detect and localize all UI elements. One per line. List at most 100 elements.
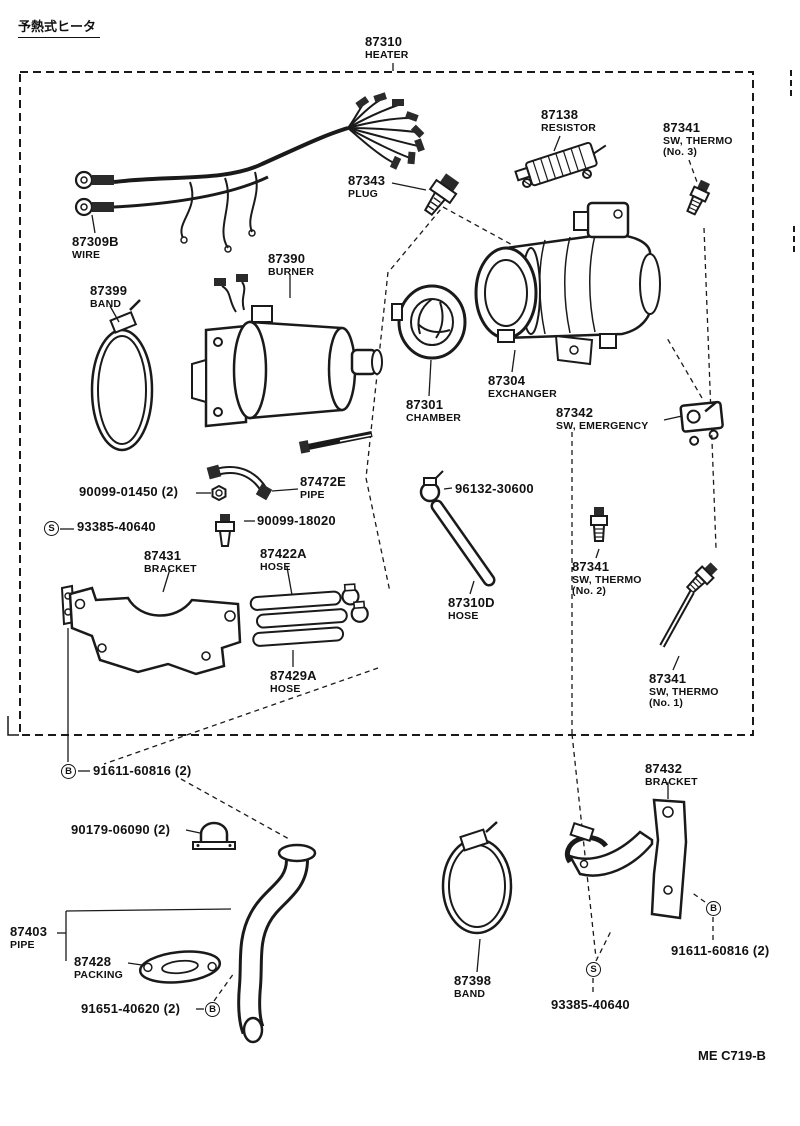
part-number: 87429A xyxy=(270,668,317,683)
label-wire: 87309B WIRE xyxy=(72,234,119,261)
label-pipe-small: 87472E PIPE xyxy=(300,474,347,501)
part-name: BRACKET xyxy=(645,775,698,788)
label-screw-upper: 93385-40640 xyxy=(77,519,156,535)
wire-harness-drawing xyxy=(74,92,425,253)
part-name: HEATER xyxy=(365,48,409,61)
burner-drawing xyxy=(191,274,383,428)
hose-mid-drawing xyxy=(430,499,496,587)
label-sw-thermo-no3: 87341 SW, THERMO (No. 3) xyxy=(663,120,733,159)
label-sw-emergency: 87342 SW, EMERGENCY xyxy=(556,405,649,432)
part-number: 87399 xyxy=(90,283,128,298)
part-number: 87342 xyxy=(556,405,594,420)
label-clamp-small: 96132-30600 xyxy=(455,481,534,497)
label-bolt-mid: 91651-40620 (2) xyxy=(81,1001,180,1017)
part-name: EXCHANGER xyxy=(488,387,557,400)
band-upper-drawing xyxy=(90,299,154,452)
pipe-clamp-drawing xyxy=(192,821,236,850)
part-name: SW, THERMO xyxy=(572,573,642,586)
part-number: 87403 xyxy=(10,924,48,939)
part-name: SW, EMERGENCY xyxy=(556,419,649,432)
label-pipe-main: 87403 PIPE xyxy=(10,924,48,951)
part-name: BURNER xyxy=(268,265,315,278)
label-plug: 87343 PLUG xyxy=(348,173,385,200)
label-band-lower: 87398 BAND xyxy=(454,973,492,1000)
part-number: 87341 xyxy=(572,559,610,574)
circled-s-icon: S xyxy=(586,962,601,977)
part-number: 87431 xyxy=(144,548,182,563)
resistor-drawing xyxy=(514,141,607,188)
band-lower-drawing xyxy=(441,821,513,935)
part-number: 90179-06090 (2) xyxy=(71,822,171,837)
hose-clamp-drawing xyxy=(419,470,444,503)
part-number: 87398 xyxy=(454,973,492,988)
label-resistor: 87138 RESISTOR xyxy=(541,107,597,134)
part-number: 87309B xyxy=(72,234,119,249)
hoses-drawing xyxy=(249,583,369,647)
part-name: PLUG xyxy=(348,187,378,200)
label-bracket-upper: 87431 BRACKET xyxy=(144,548,197,575)
label-sw-thermo-no1: 87341 SW, THERMO (No. 1) xyxy=(649,671,719,710)
part-number: 87341 xyxy=(649,671,687,686)
label-bracket-lower: 87432 BRACKET xyxy=(645,761,698,788)
packing-drawing xyxy=(138,950,222,984)
part-number: 87422A xyxy=(260,546,307,561)
part-name: HOSE xyxy=(260,560,291,573)
part-name: WIRE xyxy=(72,248,101,261)
label-hose-upper: 87422A HOSE xyxy=(260,546,307,573)
part-name: BAND xyxy=(454,987,486,1000)
label-nut: 90099-01450 (2) xyxy=(79,484,178,500)
label-clamp-lower: 90179-06090 (2) xyxy=(71,822,171,838)
label-chamber: 87301 CHAMBER xyxy=(406,397,462,424)
label-bolt-upper: 91611-60816 (2) xyxy=(93,763,192,779)
label-exchanger: 87304 EXCHANGER xyxy=(488,373,557,400)
part-number: 87341 xyxy=(663,120,701,135)
part-name: BRACKET xyxy=(144,562,197,575)
sw-thermo-no2-drawing xyxy=(590,506,608,542)
glow-plug-drawing xyxy=(215,514,235,547)
part-name: PIPE xyxy=(10,938,35,951)
part-name: HOSE xyxy=(270,682,301,695)
document-code: ME C719-B xyxy=(698,1048,766,1063)
label-bolt-lower: 91611-60816 (2) xyxy=(671,943,770,959)
assembly-boundary-box xyxy=(7,70,795,736)
part-note: (No. 2) xyxy=(572,585,607,598)
nut-drawing xyxy=(211,484,227,502)
label-hose-mid: 87310D HOSE xyxy=(448,595,495,622)
part-number: 87472E xyxy=(300,474,347,489)
circled-s-icon: S xyxy=(44,521,59,536)
part-name: SW, THERMO xyxy=(663,134,733,147)
part-number: 87310D xyxy=(448,595,495,610)
part-number: 93385-40640 xyxy=(551,997,630,1012)
exchanger-drawing xyxy=(474,201,661,366)
leader-lines xyxy=(57,63,683,1010)
part-note: (No. 1) xyxy=(649,697,684,710)
part-name: BAND xyxy=(90,297,122,310)
label-band-upper: 87399 BAND xyxy=(90,283,128,310)
page-title: 予熱式ヒータ xyxy=(18,16,101,38)
label-sw-thermo-no2: 87341 SW, THERMO (No. 2) xyxy=(572,559,642,598)
part-number: 91611-60816 (2) xyxy=(93,763,192,778)
chamber-drawing xyxy=(391,284,467,360)
part-number: 91611-60816 (2) xyxy=(671,943,770,958)
part-number: 87310 xyxy=(365,34,403,49)
circled-b-icon: B xyxy=(706,901,721,916)
sw-emergency-drawing xyxy=(679,400,724,446)
circled-b-icon: B xyxy=(205,1002,220,1017)
part-number: 87304 xyxy=(488,373,526,388)
label-packing: 87428 PACKING xyxy=(74,954,124,981)
part-name: CHAMBER xyxy=(406,411,462,424)
part-number: 90099-18020 xyxy=(257,513,336,528)
sw-thermo-no1-drawing xyxy=(659,559,721,648)
label-screw-lower: 93385-40640 xyxy=(551,997,630,1013)
bolt-drawing xyxy=(298,431,373,454)
part-name: PACKING xyxy=(74,968,124,981)
part-number: 87138 xyxy=(541,107,579,122)
label-heater: 87310 HEATER xyxy=(365,34,409,61)
part-name: RESISTOR xyxy=(541,121,597,134)
part-name: SW, THERMO xyxy=(649,685,719,698)
bracket-lower-drawing xyxy=(564,798,688,920)
part-number: 93385-40640 xyxy=(77,519,156,534)
part-number: 87301 xyxy=(406,397,444,412)
